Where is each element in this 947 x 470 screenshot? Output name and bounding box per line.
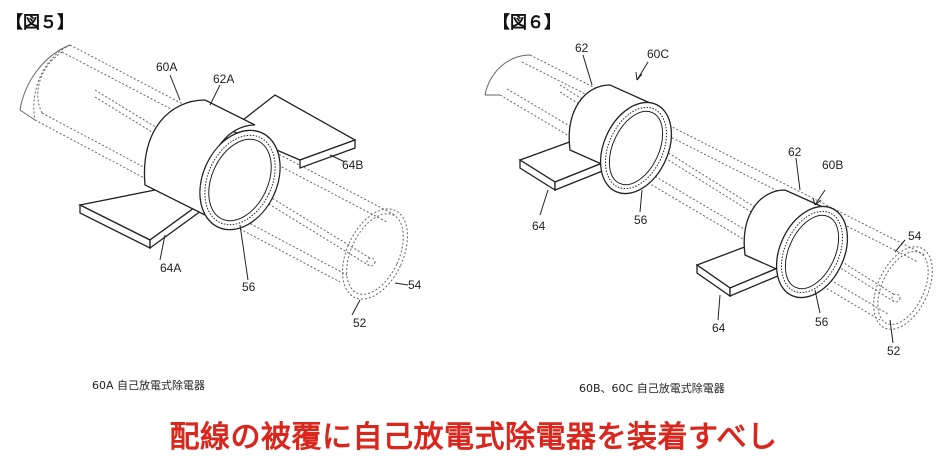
figure-6-label-54: 54: [908, 229, 922, 243]
figure-6-label-64-lower: 64: [712, 321, 726, 335]
figure-5-drawing: [19, 44, 409, 316]
figure-5-label-62A: 62A: [213, 72, 235, 86]
figure-5-label-54: 54: [408, 278, 422, 292]
figure-6-label-64-upper: 64: [532, 219, 546, 233]
figure-5-title: 【図５】: [6, 13, 74, 33]
figure-6-label-60C: 60C: [647, 47, 670, 61]
figure-6-label-56-lower: 56: [815, 315, 829, 329]
figure-5-label-52: 52: [353, 316, 367, 330]
figure-6-label-60B: 60B: [822, 158, 844, 172]
figure-5-caption: 60A 自己放電式除電器: [92, 379, 206, 392]
figure-5-label-60A: 60A: [156, 60, 178, 74]
figure-6-label-62-lower: 62: [788, 145, 802, 159]
figure-6-caption: 60B、60C 自己放電式除電器: [579, 382, 725, 395]
figure-5-label-64B: 64B: [342, 158, 364, 172]
figure-6-label-52: 52: [887, 344, 901, 358]
figure-6-title: 【図６】: [493, 13, 561, 33]
figure-5-label-56: 56: [242, 280, 256, 294]
figure-6-label-56-upper: 56: [634, 213, 648, 227]
figure-6-label-62-upper: 62: [575, 41, 589, 55]
figure-5-label-64A: 64A: [160, 261, 182, 275]
figure-6-drawing: [484, 54, 933, 344]
headline: 配線の被覆に自己放電式除電器を装着すべし: [169, 420, 778, 455]
